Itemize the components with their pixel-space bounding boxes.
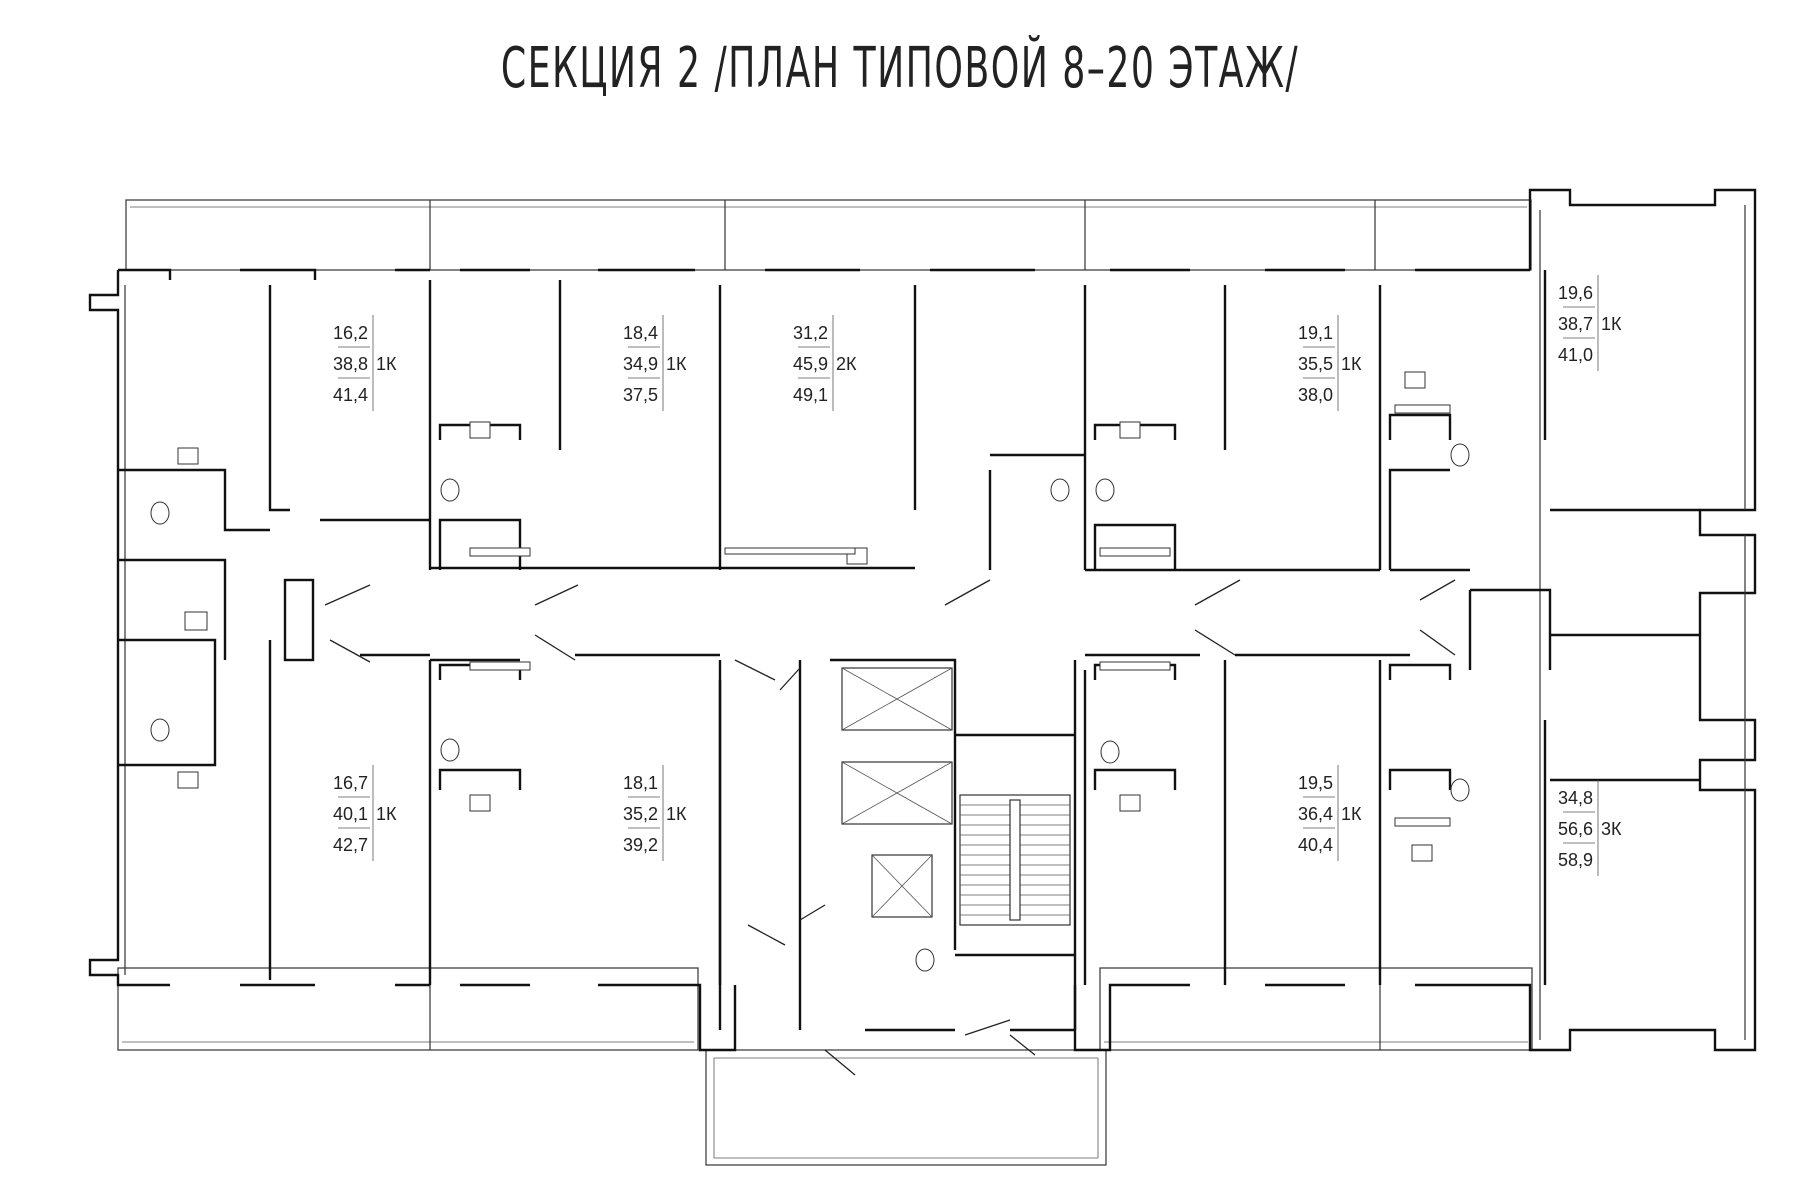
balcony-railing-top — [125, 199, 1532, 271]
room-count: 1К — [376, 354, 397, 374]
gross-area: 40,4 — [1298, 835, 1333, 855]
outer-walls — [88, 188, 1757, 1052]
apartment-label-apt-6: 16,7 40,1 42,7 1К — [333, 765, 397, 861]
gross-area: 39,2 — [623, 835, 658, 855]
living-area: 19,1 — [1298, 323, 1333, 343]
elevators — [841, 667, 953, 918]
apartment-label-apt-5: 19,6 38,7 41,0 1К — [1558, 275, 1622, 371]
apartment-label-apt-2: 18,4 34,9 37,5 1К — [623, 315, 687, 411]
living-area: 31,2 — [793, 323, 828, 343]
room-count: 1К — [376, 804, 397, 824]
apartment-label-apt-9: 34,8 56,6 58,9 3К — [1558, 780, 1622, 876]
total-area: 38,7 — [1558, 314, 1593, 334]
total-area: 40,1 — [333, 804, 368, 824]
sink-icon — [177, 371, 1433, 862]
living-area: 18,4 — [623, 323, 658, 343]
room-count: 1К — [1601, 314, 1622, 334]
room-count: 1К — [666, 804, 687, 824]
total-area: 34,9 — [623, 354, 658, 374]
living-area: 34,8 — [1558, 788, 1593, 808]
gross-area: 41,0 — [1558, 345, 1593, 365]
gross-area: 38,0 — [1298, 385, 1333, 405]
gross-area: 58,9 — [1558, 850, 1593, 870]
living-area: 18,1 — [623, 773, 658, 793]
staircase — [959, 794, 1071, 926]
apartment-labels: 16,2 38,8 41,4 1К 18,4 34,9 37,5 1К 31,2 45,9 49,1… — [333, 275, 1622, 876]
living-area: 19,6 — [1558, 283, 1593, 303]
total-area: 36,4 — [1298, 804, 1333, 824]
room-count: 1К — [1341, 804, 1362, 824]
interior-walls — [118, 270, 1700, 1032]
gross-area: 41,4 — [333, 385, 368, 405]
plan-title: СЕКЦИЯ 2 /ПЛАН ТИПОВОЙ 8–20 ЭТАЖ/ — [500, 36, 1300, 101]
apartment-label-apt-3: 31,2 45,9 49,1 2К — [793, 315, 857, 411]
apartment-label-apt-1: 16,2 38,8 41,4 1К — [333, 315, 397, 411]
living-area: 16,2 — [333, 323, 368, 343]
apartment-label-apt-4: 19,1 35,5 38,0 1К — [1298, 315, 1362, 411]
gross-area: 49,1 — [793, 385, 828, 405]
toilet-icon — [150, 443, 1470, 972]
total-area: 35,5 — [1298, 354, 1333, 374]
total-area: 38,8 — [333, 354, 368, 374]
living-area: 16,7 — [333, 773, 368, 793]
living-area: 19,5 — [1298, 773, 1333, 793]
doors — [324, 579, 1456, 1076]
apartment-label-apt-8: 19,5 36,4 40,4 1К — [1298, 765, 1362, 861]
balcony-railing-bottom — [117, 967, 1533, 1166]
room-count: 2К — [836, 354, 857, 374]
gross-area: 37,5 — [623, 385, 658, 405]
apartment-label-apt-7: 18,1 35,2 39,2 1К — [623, 765, 687, 861]
room-count: 1К — [1341, 354, 1362, 374]
total-area: 35,2 — [623, 804, 658, 824]
stove-icon — [184, 404, 1451, 827]
room-count: 1К — [666, 354, 687, 374]
gross-area: 42,7 — [333, 835, 368, 855]
total-area: 56,6 — [1558, 819, 1593, 839]
total-area: 45,9 — [793, 354, 828, 374]
room-count: 3К — [1601, 819, 1622, 839]
